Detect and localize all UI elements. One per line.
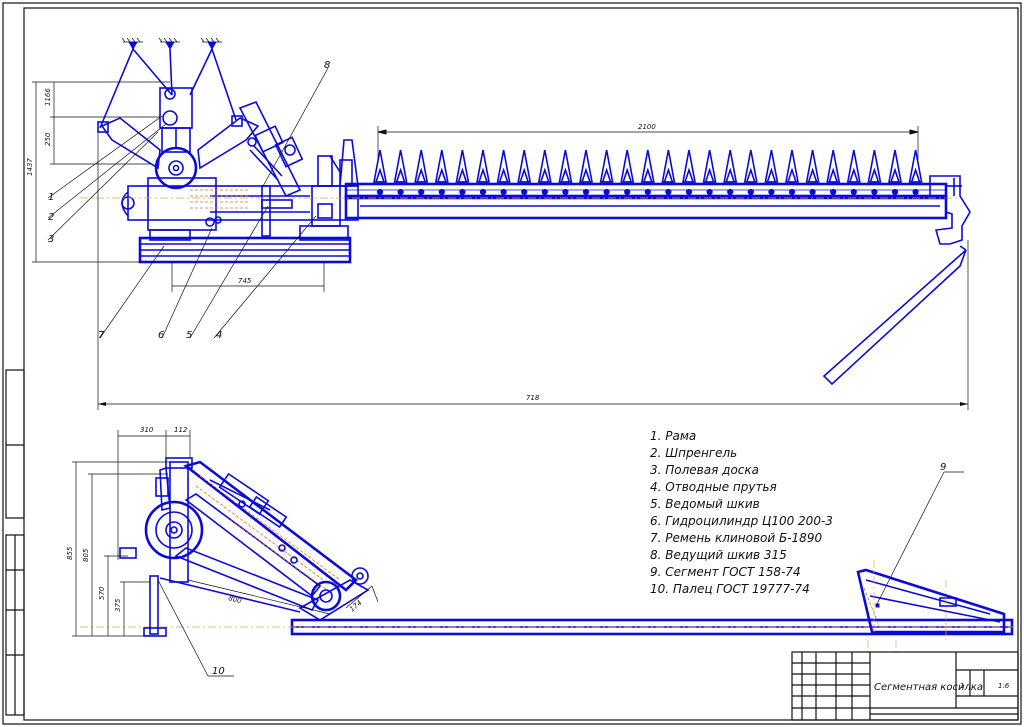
cutter-finger [476, 149, 490, 196]
cutter-finger [661, 149, 676, 196]
sprengel-frame [97, 87, 260, 190]
dim-side-c: 855 [66, 546, 74, 560]
legend-item-9: 9. Сегмент ГОСТ 158-74 [650, 565, 801, 579]
left-stamp [5, 369, 25, 716]
cutter-finger [846, 149, 861, 196]
cutter-finger [826, 149, 841, 196]
legend-item-2: 2. Шпренгель [650, 446, 737, 460]
cutter-finger [517, 149, 532, 196]
cutter-finger [434, 149, 449, 196]
legend-item-1: 1. Рама [650, 429, 696, 443]
legend-item-5: 5. Ведомый шкив [650, 497, 760, 511]
cutter-finger [393, 149, 408, 196]
hanger-marks [121, 37, 222, 51]
end-shoe [822, 175, 971, 386]
cutter-finger [682, 149, 696, 196]
cutter-finger [579, 149, 593, 196]
cutter-fingers [373, 149, 923, 196]
main-frame [121, 139, 359, 237]
top-dimensions [32, 81, 969, 410]
dim-cutter-length: 2100 [638, 123, 656, 131]
cutter-bar [80, 149, 960, 220]
callout-3: 3 [48, 234, 54, 245]
top-leaders [47, 67, 329, 339]
cutter-finger [496, 149, 511, 196]
dim-side-a: 310 [140, 426, 154, 434]
drive-arm [238, 100, 304, 198]
side-view [72, 430, 1015, 677]
dim-height-b: 250 [44, 132, 52, 146]
top-view [32, 37, 971, 410]
callout-2: 2 [48, 212, 54, 223]
title-block-sheet: 1 [960, 682, 964, 690]
inner-frame [23, 7, 1019, 721]
dim-base-width: 745 [238, 277, 252, 285]
dim-side-g: 800 [228, 594, 243, 605]
callout-1: 1 [48, 192, 54, 203]
legend-item-8: 8. Ведущий шкив 315 [650, 548, 787, 562]
dim-side-e: 570 [98, 586, 106, 600]
legend-item-7: 7. Ремень клиновой Б-1890 [650, 531, 822, 545]
base-skid [138, 225, 352, 264]
legend-item-6: 6. Гидроцилиндр Ц100 200-3 [650, 514, 833, 528]
cutter-finger [888, 149, 902, 196]
callout-5: 5 [186, 330, 192, 341]
cutter-finger [414, 149, 429, 196]
dim-height-a: 1166 [44, 88, 52, 106]
cutter-finger [764, 149, 779, 196]
dim-overall-width: 718 [526, 394, 540, 402]
cutter-finger [805, 149, 820, 196]
cutter-finger [599, 149, 614, 196]
callout-8: 8 [324, 60, 330, 71]
callout-10: 10 [212, 666, 225, 677]
callout-6: 6 [158, 330, 164, 341]
cutter-finger [558, 149, 573, 196]
dim-side-b: 112 [174, 426, 188, 434]
callout-7: 7 [98, 330, 105, 341]
cutter-finger [620, 149, 635, 196]
title-block [791, 651, 1019, 721]
legend-item-3: 3. Полевая доска [650, 463, 759, 477]
cutter-finger [702, 149, 717, 196]
title-block-title: Сегментная косилка [874, 682, 983, 693]
callout-9: 9 [940, 462, 946, 473]
cutter-finger [908, 149, 923, 196]
cutter-finger [537, 149, 552, 196]
title-block-scale: 1:6 [998, 682, 1010, 690]
legend-item-10: 10. Палец ГОСТ 19777-74 [650, 582, 810, 596]
legend-item-4: 4. Отводные прутья [650, 480, 777, 494]
dim-height-total: 1437 [26, 158, 34, 176]
cutter-finger [743, 149, 758, 196]
cutter-finger [373, 149, 387, 196]
cutter-finger [640, 149, 655, 196]
callout-4: 4 [216, 330, 222, 341]
legend: 1. Рама 2. Шпренгель 3. Полевая доска 4.… [650, 429, 833, 596]
cutter-finger [785, 149, 799, 196]
cutter-finger [723, 149, 738, 196]
dim-side-d: 805 [82, 548, 90, 562]
dim-side-f: 375 [114, 598, 122, 612]
cutter-finger [867, 149, 882, 196]
cutter-finger [455, 149, 470, 196]
